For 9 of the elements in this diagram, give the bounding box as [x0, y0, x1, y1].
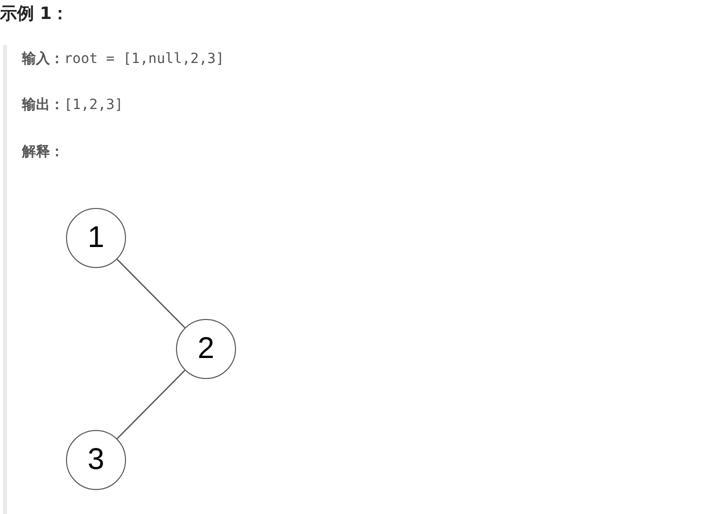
tree-node: 1 — [66, 208, 126, 268]
tree-edge — [116, 370, 186, 440]
tree-node: 2 — [176, 319, 236, 379]
text-line: 输出：[1,2,3] — [22, 96, 124, 114]
text-line: 输入：root = [1,null,2,3] — [22, 50, 224, 68]
heading: 示例 1： — [0, 3, 69, 25]
text-line: 解释： — [22, 143, 64, 161]
tree-node: 3 — [66, 430, 126, 490]
tree-edge — [116, 258, 186, 328]
